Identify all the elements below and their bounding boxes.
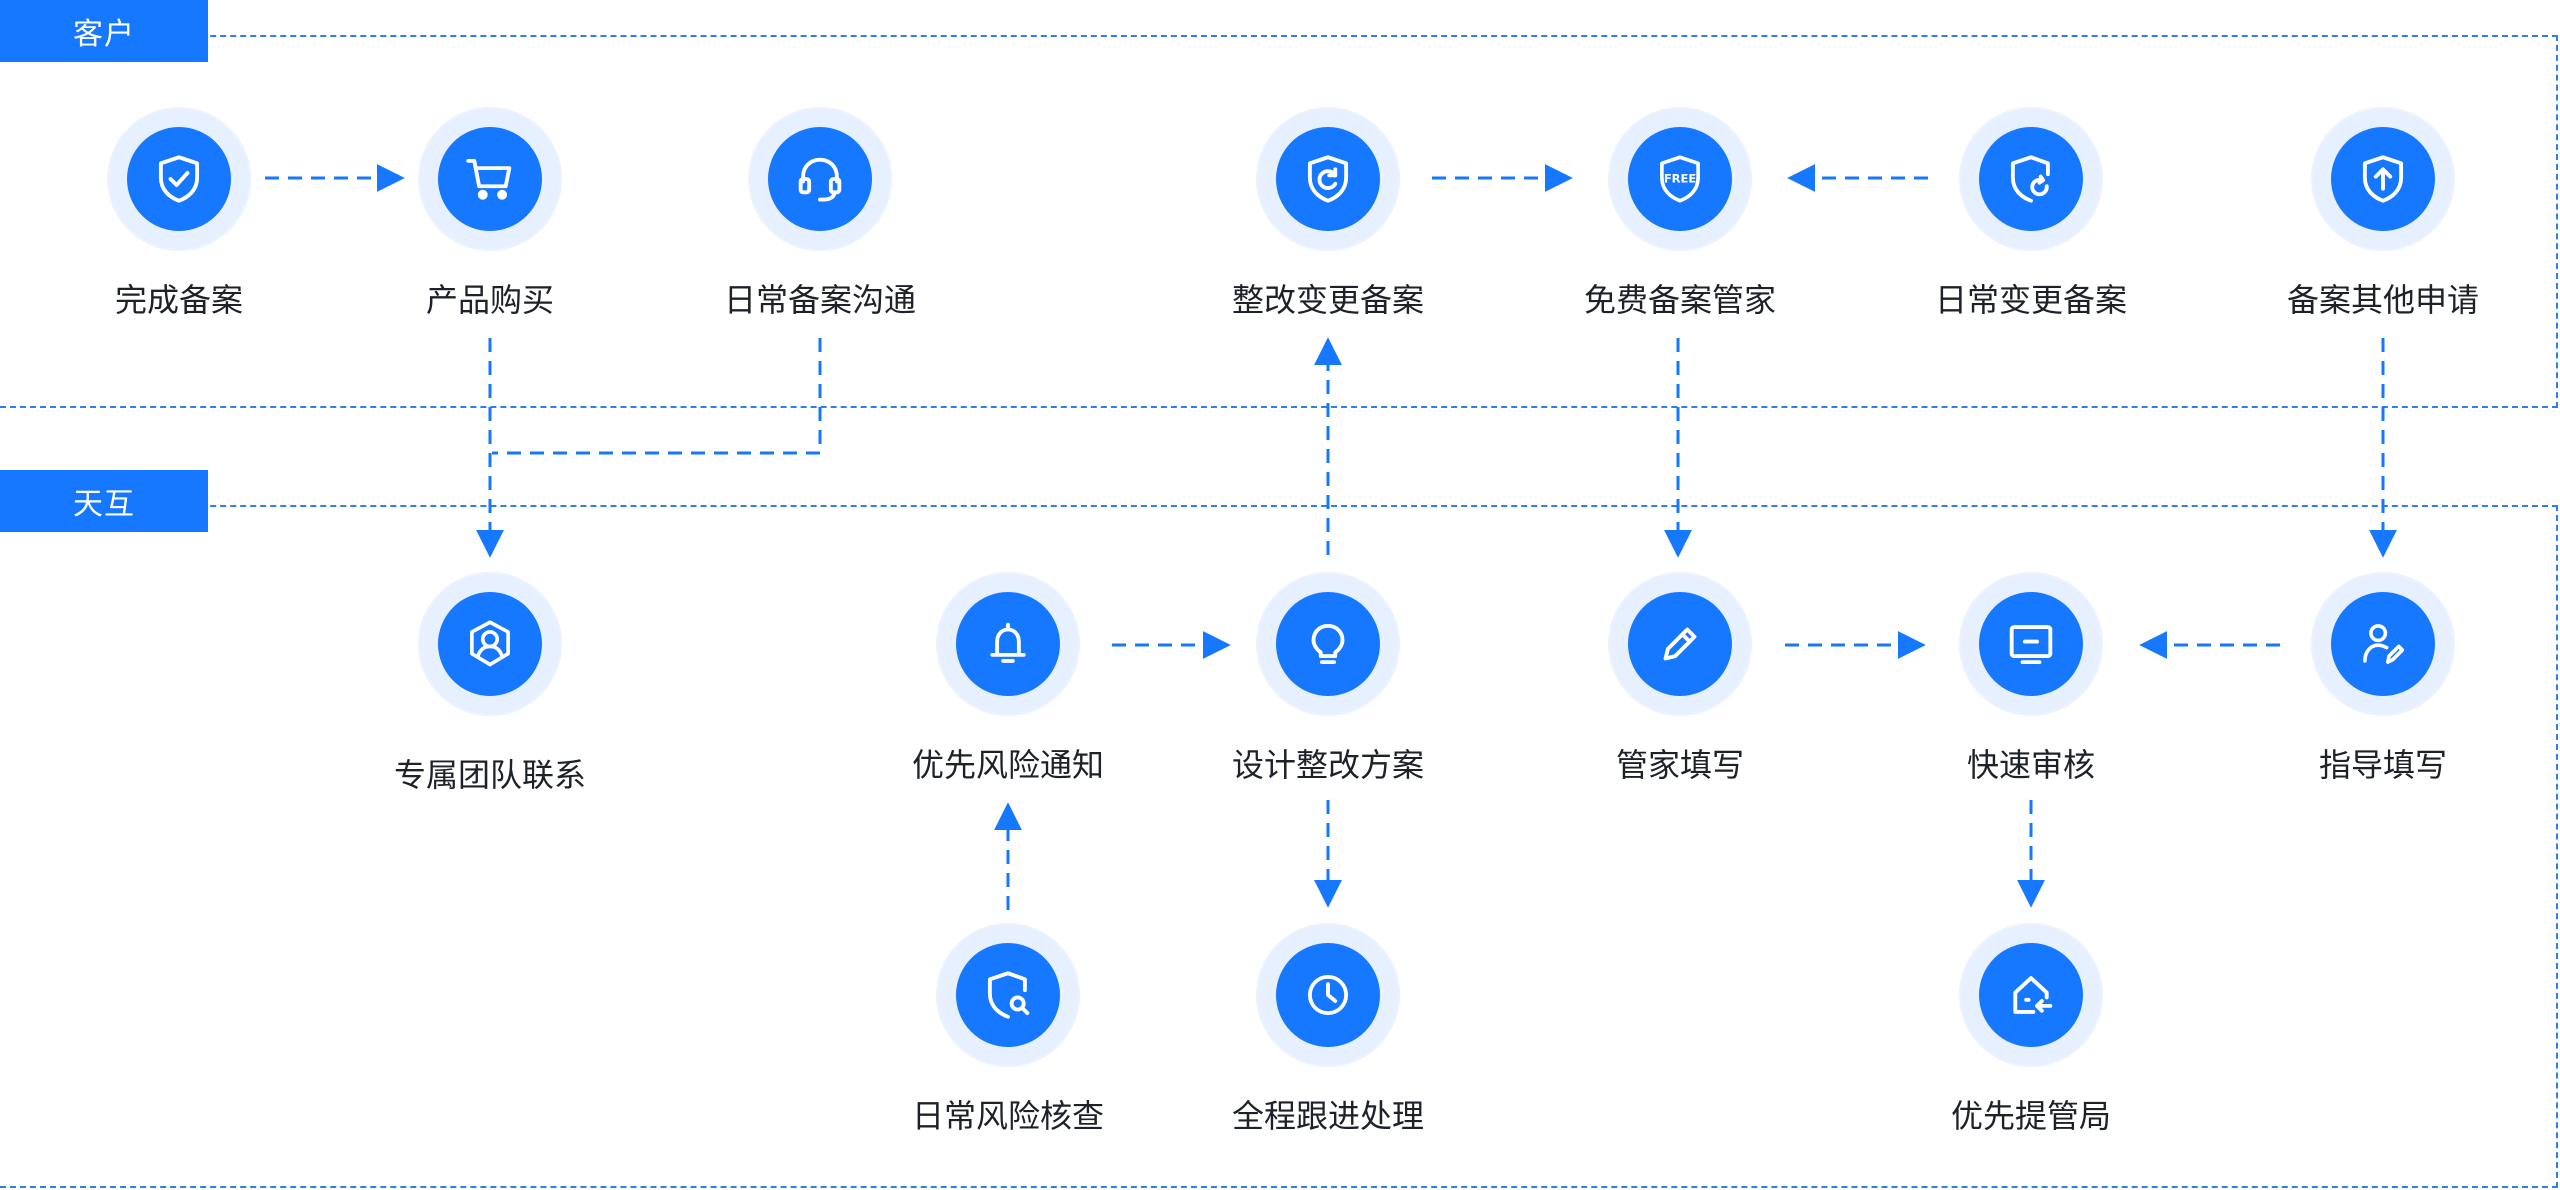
svg-text:FREE: FREE [1664,172,1696,186]
user-edit-icon [2363,624,2405,664]
bell-icon [990,622,1026,663]
node-label: 日常风险核查 [911,1097,1104,1135]
team-contact-icon [470,620,510,667]
shield-refresh-icon [1307,155,1349,203]
headset-icon [798,157,842,202]
node-label: 整改变更备案 [1231,281,1424,319]
node-label: 快速审核 [1966,746,2095,784]
lane-tag-tianhu: 天互 [0,470,208,532]
node-label: 管家填写 [1615,746,1744,784]
lightbulb-icon [1311,623,1345,665]
lane-tianhu [0,505,2558,1188]
node-butler-fill: 管家填写 [1570,572,1790,812]
house-submit-icon [2013,976,2053,1014]
shield-upload-icon [2362,155,2404,203]
node-daily-change-filing: 日常变更备案 [1921,107,2141,347]
node-priority-risk-notice: 优先风险通知 [898,572,1118,812]
node-label: 优先风险通知 [911,746,1104,784]
node-label: 免费备案管家 [1583,281,1776,319]
node-label: 指导填写 [2318,746,2447,784]
shield-rotate-icon [2010,155,2050,203]
shield-search-icon [987,971,1030,1019]
node-free-filing-butler: FREE 免费备案管家 [1570,107,1790,347]
node-label: 日常变更备案 [1934,281,2127,319]
shield-check-icon [158,155,200,203]
node-label: 完成备案 [114,281,243,319]
node-quick-review: 快速审核 [1921,572,2141,812]
node-label: 日常备案沟通 [723,281,916,319]
lane-tag-customer: 客户 [0,0,208,62]
monitor-icon [2009,625,2053,665]
lane-customer [0,35,2558,408]
node-complete-filing: 完成备案 [69,107,289,347]
node-rectify-change-filing: 整改变更备案 [1218,107,1438,347]
pen-icon [1663,627,1697,661]
node-daily-risk-check: 日常风险核查 [898,923,1118,1163]
node-full-follow-up: 全程跟进处理 [1218,923,1438,1163]
node-daily-filing-communication: 日常备案沟通 [710,107,930,347]
node-product-purchase: 产品购买 [380,107,600,347]
clock-icon [1307,974,1349,1016]
node-label: 优先提管局 [1950,1097,2111,1135]
node-label: 设计整改方案 [1231,746,1424,784]
node-other-filing-application: 备案其他申请 [2273,107,2493,347]
node-label: 产品购买 [425,281,554,319]
node-design-rectification-plan: 设计整改方案 [1218,572,1438,812]
shopping-cart-icon [466,158,512,200]
node-priority-submit-bureau: 优先提管局 [1921,923,2141,1163]
node-guided-fill: 指导填写 [2273,572,2493,812]
node-dedicated-team-contact: 专属团队联系 [380,572,600,812]
node-label: 备案其他申请 [2286,281,2479,319]
node-label: 全程跟进处理 [1231,1097,1424,1135]
free-shield-icon: FREE [1660,155,1700,203]
node-label: 专属团队联系 [393,756,586,794]
